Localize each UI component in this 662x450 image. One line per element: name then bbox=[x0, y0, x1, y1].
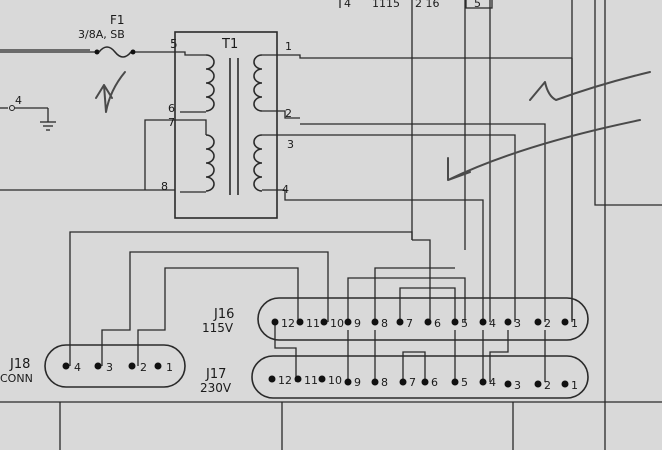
wire-j16-8 bbox=[374, 267, 455, 322]
j16-ref: J16 bbox=[213, 307, 234, 322]
j16-pin-11: 11 bbox=[306, 317, 320, 330]
connector-j18: J18 CONN 4 3 2 1 bbox=[0, 344, 186, 388]
wire-j18-3 bbox=[101, 251, 329, 366]
wire-j16-7 bbox=[399, 287, 456, 322]
wire-sec2 bbox=[300, 123, 546, 322]
wire-j16-12-j17 bbox=[274, 322, 297, 382]
j16-pin-3: 3 bbox=[514, 317, 521, 330]
j16-voltage: 115V bbox=[202, 321, 234, 335]
j18-pin-4: 4 bbox=[74, 361, 81, 374]
header-fragment-b: 1115 bbox=[372, 0, 400, 10]
fuse-ref: F1 bbox=[110, 13, 125, 27]
j17-pin-4: 4 bbox=[489, 376, 496, 389]
transformer-ref: T1 bbox=[221, 37, 238, 52]
j18-pin-1: 1 bbox=[166, 361, 173, 374]
handwritten-mark-t bbox=[529, 71, 651, 101]
j16-pin-9: 9 bbox=[354, 317, 361, 330]
wire-j16-3-j17 bbox=[489, 330, 509, 382]
connector-j16: J16 115V 12 11 10 9 8 7 6 5 4 3 2 1 bbox=[202, 297, 589, 341]
connector-j17: J17 230V 12 11 10 9 8 7 6 5 4 3 2 1 bbox=[200, 355, 589, 399]
handwritten-mark-arrow bbox=[447, 119, 641, 181]
j17-pin-12: 12 bbox=[278, 374, 292, 387]
secondary-pin-3: 3 bbox=[287, 138, 294, 151]
wire-j17-7-6 bbox=[402, 351, 426, 382]
header-fragment-a: 4 bbox=[344, 0, 351, 10]
wire-j18-4 bbox=[69, 231, 413, 366]
j18-pin-2: 2 bbox=[140, 361, 147, 374]
j16-pin-1: 1 bbox=[571, 317, 578, 330]
primary-loop bbox=[144, 119, 165, 190]
wire-j16-9 bbox=[347, 277, 466, 322]
ground-terminal: 4 bbox=[0, 94, 56, 131]
right-box bbox=[594, 0, 662, 206]
j16-pin-2: 2 bbox=[544, 317, 551, 330]
fuse-rating: 3/8A, SB bbox=[78, 28, 125, 41]
j17-ref: J17 bbox=[205, 367, 226, 382]
j18-pin-3: 3 bbox=[106, 361, 113, 374]
j16-pin-8: 8 bbox=[381, 317, 388, 330]
fuse-f1: F1 3/8A, SB 5 bbox=[0, 13, 178, 58]
j17-pin-6: 6 bbox=[431, 376, 438, 389]
j17-pin-3: 3 bbox=[514, 379, 521, 392]
j17-voltage: 230V bbox=[200, 381, 232, 395]
primary-pin-7: 7 bbox=[168, 116, 175, 129]
j16-pin-5: 5 bbox=[461, 317, 468, 330]
wire-sec4 bbox=[300, 199, 484, 322]
j17-pin-8: 8 bbox=[381, 376, 388, 389]
secondary-pin-1: 1 bbox=[285, 40, 292, 53]
j17-pin-1: 1 bbox=[571, 379, 578, 392]
header-fragment-d: 5 bbox=[474, 0, 481, 10]
j16-pin-10: 10 bbox=[330, 317, 344, 330]
header-fragment-c: 2 16 bbox=[415, 0, 440, 10]
header-fragments: 4 1115 2 16 5 bbox=[339, 0, 493, 10]
j17-pin-11: 11 bbox=[304, 374, 318, 387]
primary-pin-8: 8 bbox=[161, 180, 168, 193]
j16-pin-7: 7 bbox=[406, 317, 413, 330]
j17-pin-2: 2 bbox=[544, 379, 551, 392]
secondary-pin-4: 4 bbox=[282, 183, 289, 196]
transformer-t1: T1 6 7 8 1 2 3 4 bbox=[161, 31, 572, 219]
j18-voltage: CONN bbox=[0, 372, 33, 385]
handwritten-mark-fuse bbox=[95, 71, 126, 113]
fuse-terminal: 5 bbox=[170, 37, 178, 51]
wire-sec3 bbox=[300, 134, 516, 322]
j17-pin-10: 10 bbox=[328, 374, 342, 387]
j16-pin-12: 12 bbox=[281, 317, 295, 330]
secondary-pin-2: 2 bbox=[285, 107, 292, 120]
j17-pin-7: 7 bbox=[409, 376, 416, 389]
primary-pin-6: 6 bbox=[168, 102, 175, 115]
wire-bus1-j16 bbox=[412, 239, 431, 322]
j18-ref: J18 bbox=[9, 357, 30, 372]
wire-j18-2 bbox=[137, 267, 299, 366]
j17-pin-9: 9 bbox=[354, 376, 361, 389]
j17-pin-5: 5 bbox=[461, 376, 468, 389]
j16-pin-4: 4 bbox=[489, 317, 496, 330]
ground-terminal-label: 4 bbox=[15, 94, 22, 107]
j16-pin-6: 6 bbox=[434, 317, 441, 330]
